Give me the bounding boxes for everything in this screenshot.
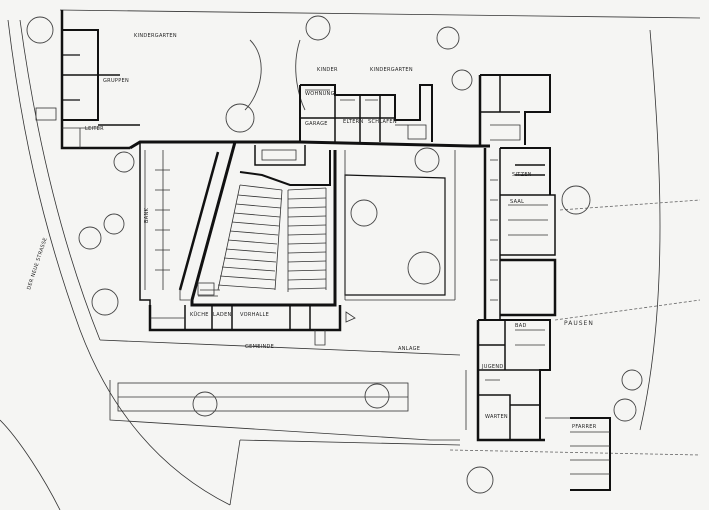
east-wing bbox=[478, 74, 557, 320]
label-jugend: JUGEND bbox=[481, 364, 504, 370]
label-saal: SAAL bbox=[510, 199, 524, 205]
label-kindergarten-right: KINDERGARTEN bbox=[370, 67, 413, 73]
trees bbox=[26, 15, 643, 494]
label-laden: LADEN bbox=[213, 312, 232, 318]
label-vorhalle: VORHALLE bbox=[240, 312, 269, 318]
parking-strip bbox=[117, 382, 409, 412]
label-sitzen: SITZEN bbox=[512, 172, 532, 178]
site-boundary bbox=[0, 9, 701, 510]
pews-left bbox=[217, 184, 283, 291]
label-eltern: ELTERN bbox=[343, 119, 363, 125]
label-schlafen: SCHLAFEN bbox=[368, 119, 397, 125]
south-east-wing bbox=[465, 319, 551, 442]
pews-right bbox=[287, 187, 327, 292]
label-garage: GARAGE bbox=[305, 121, 328, 127]
label-wohnung: WOHNUNG bbox=[305, 91, 335, 97]
label-leiter: LEITER bbox=[85, 126, 104, 132]
garages bbox=[545, 417, 611, 491]
label-kinder: KINDER bbox=[317, 67, 338, 73]
label-pfarrer: PFARRER bbox=[572, 424, 597, 430]
label-bad: BAD bbox=[515, 323, 527, 329]
label-gruppen: GRUPPEN bbox=[103, 78, 129, 84]
label-kindergarten: KINDERGARTEN bbox=[134, 33, 177, 39]
label-anlage: ANLAGE bbox=[398, 346, 420, 352]
west-wing bbox=[139, 142, 220, 330]
label-kueche: KÜCHE bbox=[190, 311, 209, 318]
label-warten: WARTEN bbox=[485, 414, 508, 420]
church-hall bbox=[190, 141, 337, 307]
main-wall bbox=[129, 140, 490, 150]
label-gemeinde: GEMEINDE bbox=[245, 344, 274, 350]
houses-top bbox=[299, 84, 433, 142]
label-pausen: PAUSEN bbox=[564, 320, 594, 327]
kindergarten-building bbox=[35, 10, 140, 150]
labels: KINDERGARTEN GRUPPEN LEITER KINDER KINDE… bbox=[26, 33, 597, 430]
label-bank: BANK bbox=[144, 208, 150, 223]
courtyard bbox=[344, 150, 456, 301]
